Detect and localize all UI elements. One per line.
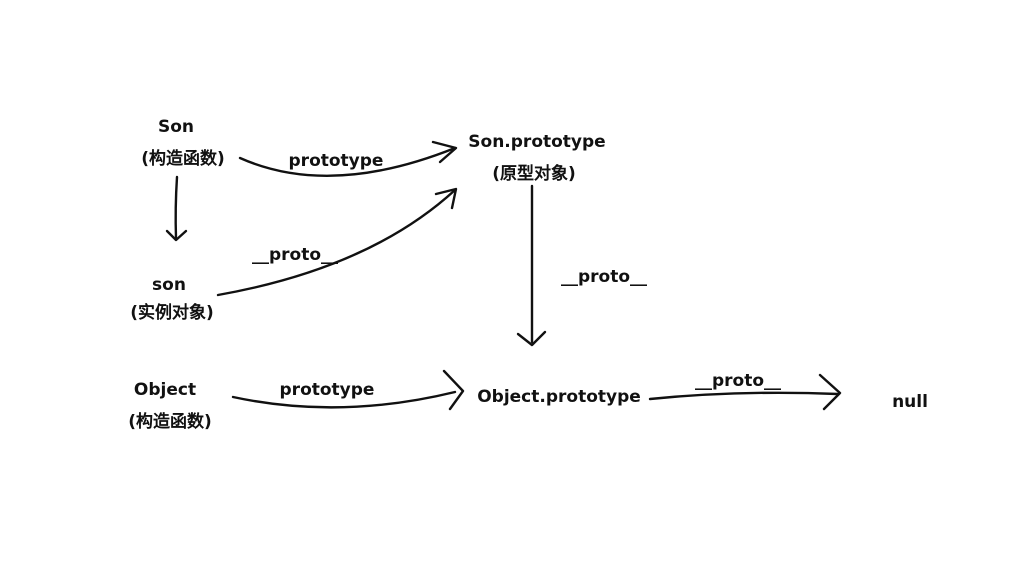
edge-objproto-to-null-label: __proto__: [695, 371, 782, 391]
node-son-prototype-desc: (原型对象): [492, 163, 576, 184]
edge-son-to-instance-line: [174, 175, 179, 240]
node-object-constructor-desc: (构造函数): [128, 411, 212, 432]
edge-object-to-prototype-arrowhead: [442, 369, 465, 411]
edge-objproto-to-null: __proto__: [648, 371, 842, 411]
edge-instance-to-prototype-arrowhead: [434, 187, 458, 210]
edge-son-to-instance-arrowhead: [165, 229, 188, 242]
node-object-prototype: Object.prototype: [477, 387, 641, 407]
node-son-prototype-name: Son.prototype: [468, 132, 605, 152]
edge-object-to-prototype-label: prototype: [280, 380, 375, 400]
edge-objproto-to-null-line: [648, 391, 840, 401]
node-object-constructor-name: Object: [134, 380, 196, 400]
edge-son-to-prototype-line: [238, 146, 457, 177]
edge-son-to-prototype-label: prototype: [289, 151, 384, 171]
node-son-instance: son (实例对象): [130, 275, 214, 323]
node-son-prototype: Son.prototype (原型对象): [468, 132, 605, 184]
edge-objproto-to-null-arrowhead: [818, 373, 842, 411]
edge-son-to-prototype: prototype: [238, 140, 458, 177]
edge-sonproto-to-objproto: __proto__: [516, 184, 648, 347]
node-son-instance-name: son: [152, 275, 186, 295]
node-son-constructor-name: Son: [158, 117, 194, 137]
edge-instance-to-prototype-line: [216, 188, 457, 297]
edge-son-to-prototype-arrowhead: [431, 140, 458, 164]
node-son-instance-desc: (实例对象): [130, 302, 214, 323]
node-null: null: [892, 392, 928, 412]
edge-object-to-prototype-line: [231, 390, 457, 409]
edge-sonproto-to-objproto-arrowhead: [516, 330, 547, 347]
edge-son-to-instance: [165, 175, 188, 242]
node-null-name: null: [892, 392, 928, 412]
node-object-prototype-name: Object.prototype: [477, 387, 641, 407]
node-object-constructor: Object (构造函数): [128, 380, 212, 432]
edge-object-to-prototype: prototype: [231, 369, 465, 411]
edge-instance-to-prototype-label: __proto__: [252, 245, 339, 265]
node-son-constructor: Son (构造函数): [141, 117, 225, 169]
node-son-constructor-desc: (构造函数): [141, 148, 225, 169]
edge-sonproto-to-objproto-label: __proto__: [561, 267, 648, 287]
edge-instance-to-prototype: __proto__: [216, 187, 458, 297]
